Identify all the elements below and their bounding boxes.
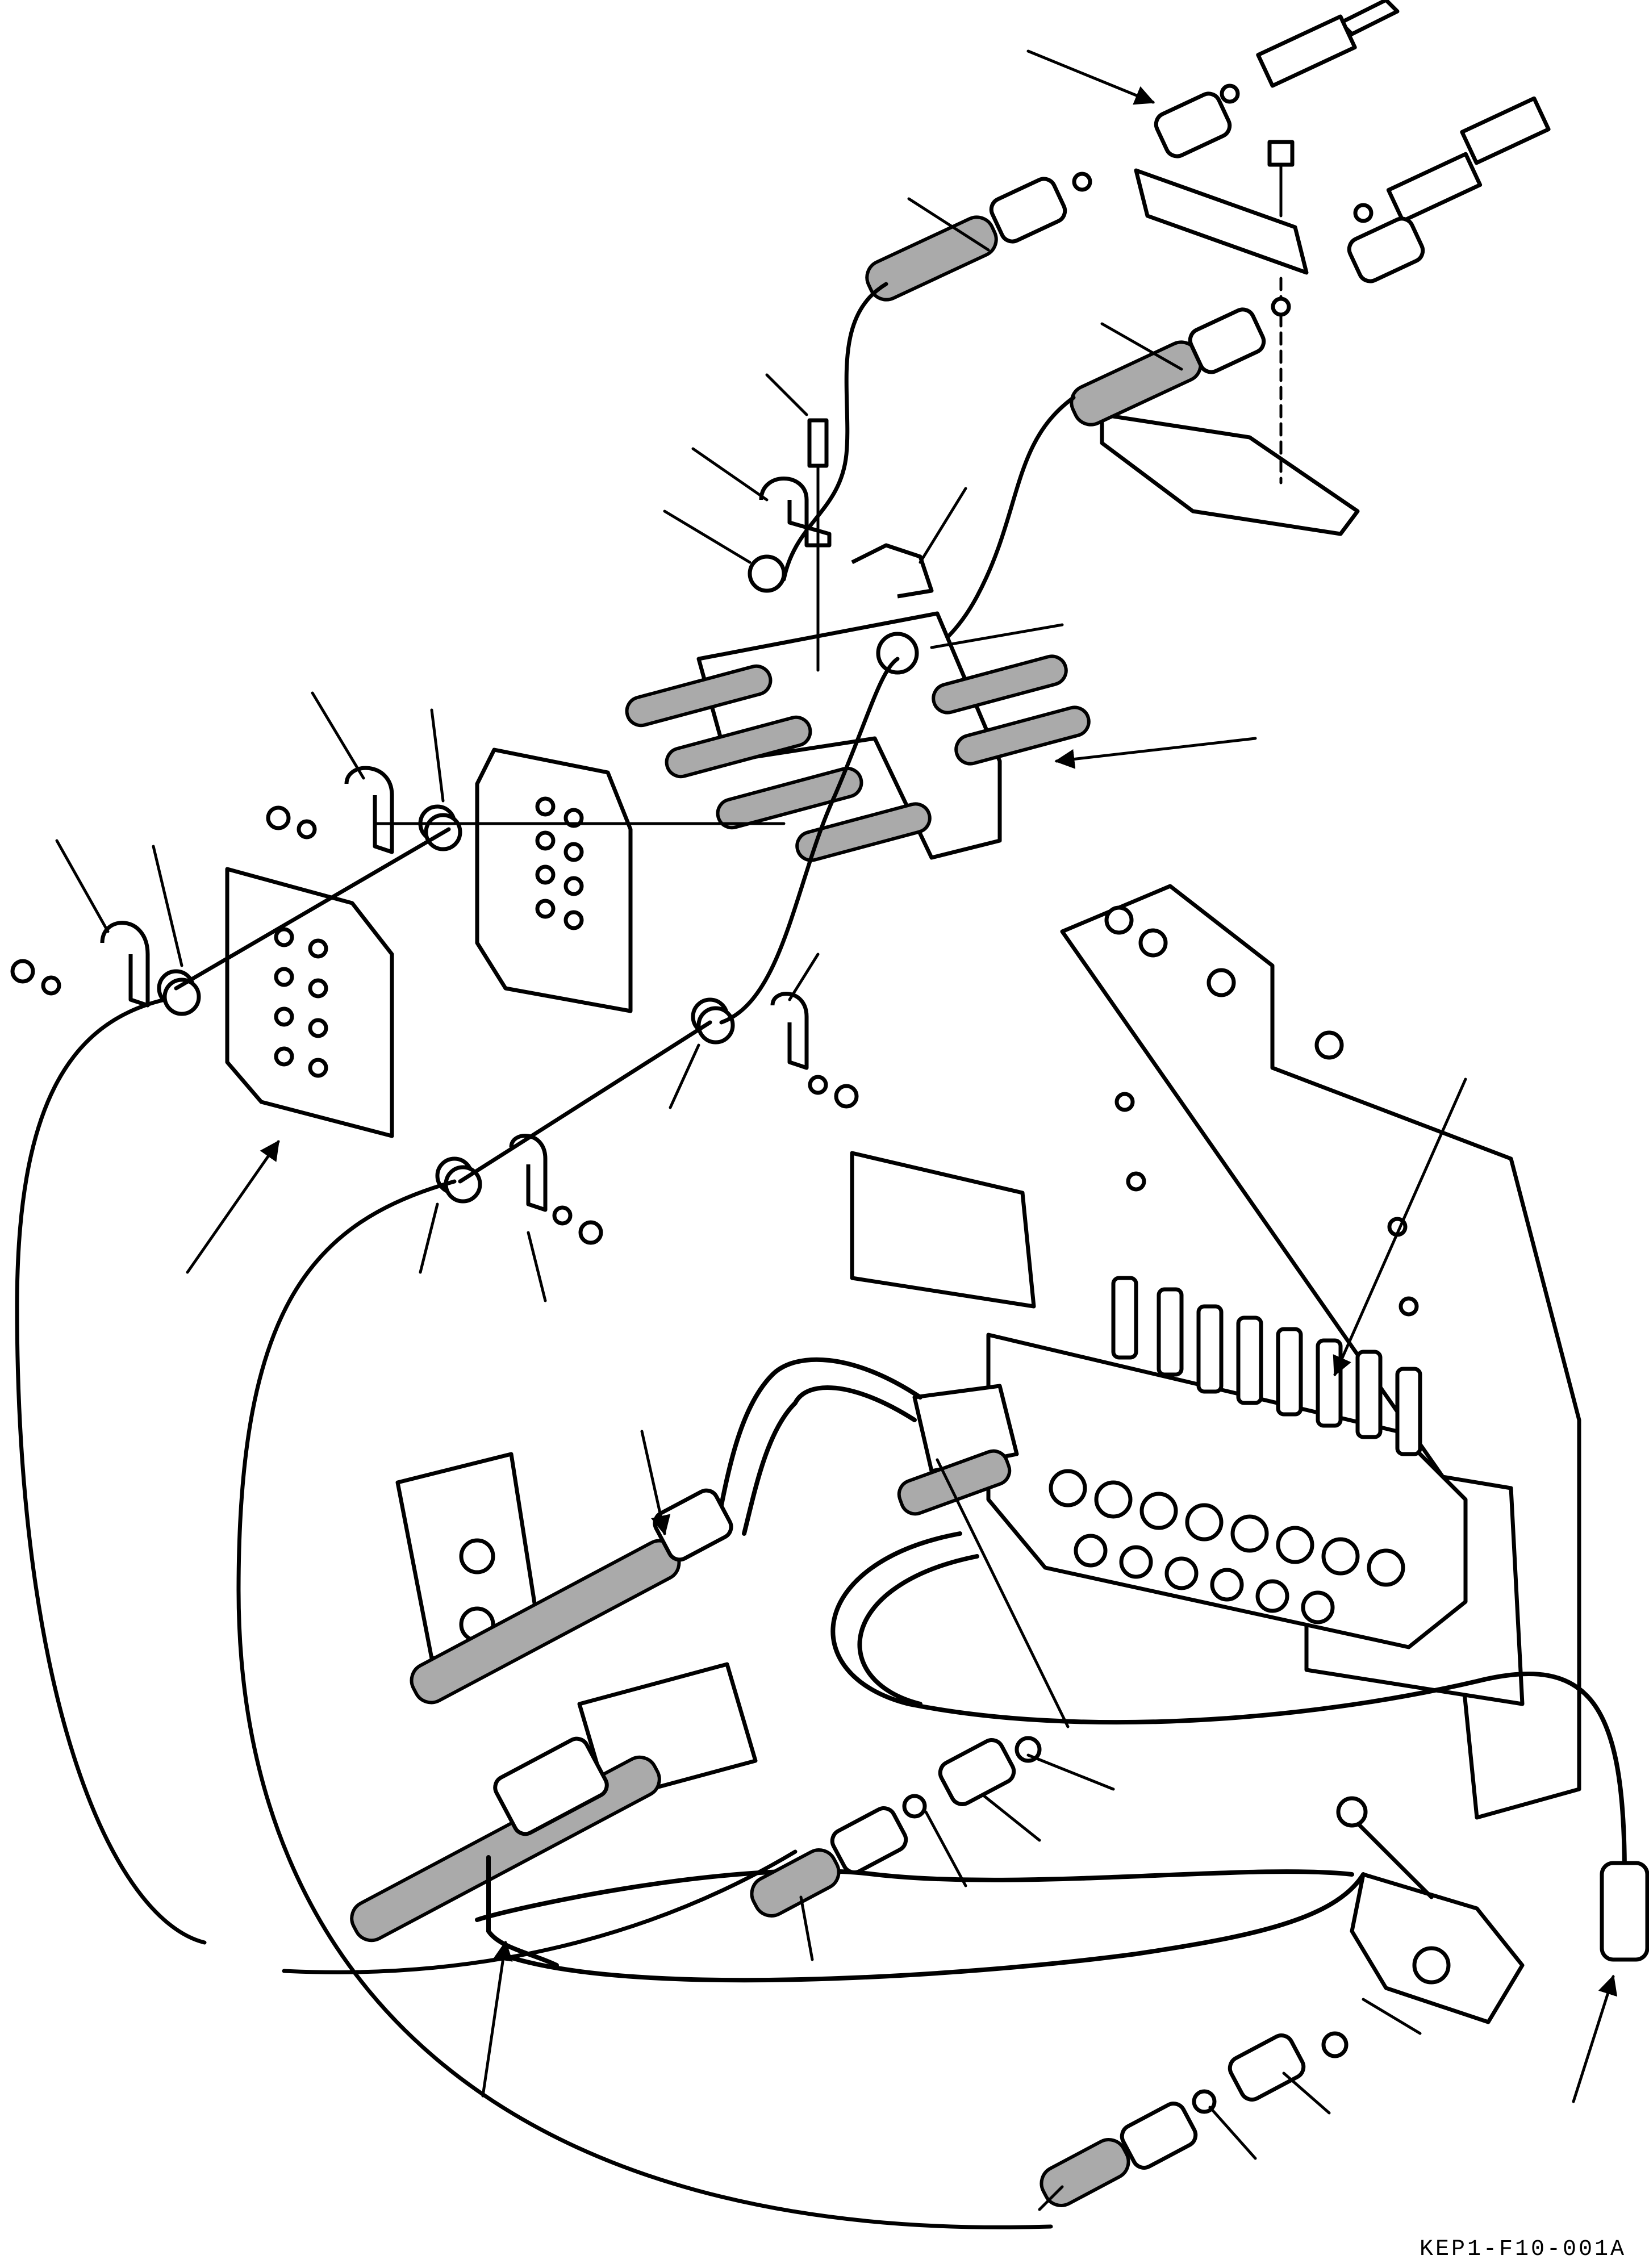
long-hose-runs: [15, 657, 1053, 2229]
hose-end-bottom-2: [1040, 2138, 1130, 2207]
bolt-clamp-1: [807, 418, 829, 468]
ball-valve-handle-knob: [1336, 1796, 1368, 1828]
clamp-5: [770, 992, 809, 1070]
tee-fitting-lower: [493, 1736, 609, 1836]
o-ring-bottom-1: [902, 1794, 927, 1819]
fitting-top-1: [1256, 14, 1357, 88]
valve-ports: [1049, 1469, 1405, 1624]
callout-leaders: [55, 49, 1618, 2211]
hose-segment-upper-b: [1070, 340, 1203, 427]
tee-fitting-top: [1154, 91, 1232, 158]
mounting-plate-left: [850, 1151, 1036, 1309]
hose-segment-upper-a: [865, 215, 998, 302]
fitting-top-2: [1386, 152, 1483, 223]
o-ring-top-1: [1220, 83, 1240, 104]
frame-rails: [625, 654, 1091, 862]
clamp-6: [509, 1134, 548, 1212]
hose-fitting-upper-a: [989, 177, 1067, 244]
adapter-bottom-1: [938, 1738, 1016, 1806]
grommet-1: [748, 554, 786, 593]
bottom-fittings: [750, 1736, 1649, 2207]
clamp-4: [100, 921, 150, 1008]
tee-pipe-assembly: [350, 1452, 758, 1968]
hose-top-right-2: [1460, 96, 1551, 165]
clamp-block-upper: [475, 747, 633, 1013]
upper-hose-connector-group: [782, 0, 1551, 729]
pipe-end-right: [1600, 1861, 1649, 1962]
upper-bracket: [1134, 168, 1309, 275]
clamp-block-upper-holes: [535, 796, 584, 930]
grommet-2: [876, 632, 919, 675]
o-ring-top-2: [1353, 203, 1374, 223]
steel-pipe-loops: [475, 1357, 1627, 1983]
frame-rails-and-clamps: [10, 418, 1091, 1245]
hose-end-bottom-1: [750, 1848, 841, 1918]
adapter-bottom-2: [1228, 2033, 1306, 2102]
nuts-and-washers: [10, 805, 859, 1245]
tee-fitting-top-2: [1347, 216, 1425, 283]
clamp-3: [344, 766, 394, 854]
clamp-block-lower-holes: [274, 927, 328, 1078]
figure-code: KEP1-F10-001A: [1419, 2237, 1626, 2262]
lower-bracket-plate: [1100, 412, 1360, 536]
hose-fitting-upper-b: [1188, 307, 1266, 374]
bolt-top: [1267, 140, 1295, 167]
hose-top-right-1: [1338, 0, 1400, 36]
clamp-2: [851, 543, 934, 599]
control-valve-assembly: [850, 884, 1581, 1820]
